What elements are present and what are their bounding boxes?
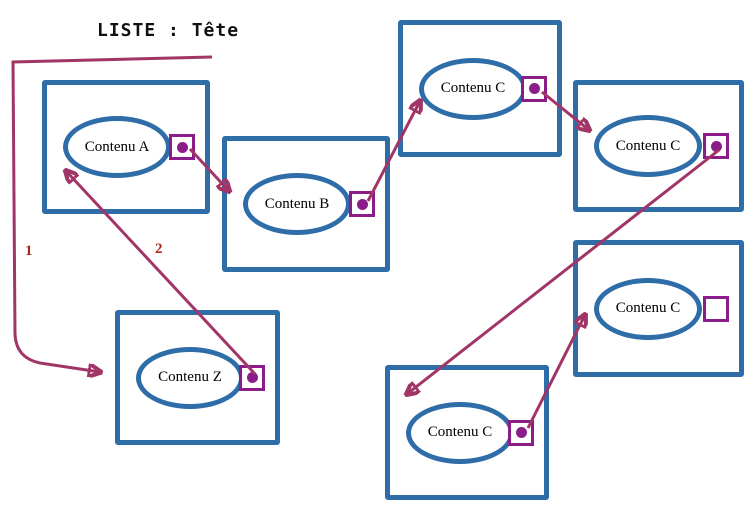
node-b: Contenu B xyxy=(222,136,390,272)
node-c-right: Contenu C xyxy=(573,80,744,212)
arrow-label-1: 1 xyxy=(25,243,33,259)
node-c-right-lower: Contenu C xyxy=(573,240,744,377)
pointer-dot xyxy=(356,198,368,210)
pointer-dot xyxy=(515,427,527,438)
node-z-pointer-box xyxy=(239,364,265,391)
pointer-dot xyxy=(246,372,258,383)
node-c-bottom-content-ellipse: Contenu C xyxy=(406,401,514,464)
node-c-top-content-ellipse: Contenu C xyxy=(419,57,527,120)
node-b-pointer-box xyxy=(349,191,375,217)
node-c-top-pointer-box xyxy=(521,75,547,102)
node-z-label: Contenu Z xyxy=(158,369,222,385)
node-c-right-pointer-box xyxy=(703,133,729,159)
node-a: Contenu A xyxy=(42,80,210,214)
node-c-bottom-label: Contenu C xyxy=(427,424,493,440)
node-z-content-ellipse: Contenu Z xyxy=(136,346,244,409)
node-c-right-lower-label: Contenu C xyxy=(615,300,681,316)
node-c-top-label: Contenu C xyxy=(440,80,506,96)
pointer-dot xyxy=(710,140,722,152)
node-b-label: Contenu B xyxy=(264,195,330,212)
node-c-right-label: Contenu C xyxy=(615,137,681,154)
node-c-bottom: Contenu C xyxy=(385,365,549,500)
node-a-label: Contenu A xyxy=(84,138,150,155)
pointer-dot xyxy=(528,83,540,94)
node-c-top: Contenu C xyxy=(398,20,562,157)
node-a-pointer-box xyxy=(169,134,195,160)
node-a-content-ellipse: Contenu A xyxy=(63,116,171,178)
diagram-title: LISTE : Tête xyxy=(97,20,240,41)
node-c-bottom-pointer-box xyxy=(508,419,534,446)
node-c-right-lower-content-ellipse: Contenu C xyxy=(594,277,702,340)
pointer-dot xyxy=(176,141,188,153)
node-c-right-content-ellipse: Contenu C xyxy=(594,115,702,177)
node-c-right-lower-pointer-box xyxy=(703,295,729,322)
node-b-content-ellipse: Contenu B xyxy=(243,173,351,235)
node-z: Contenu Z xyxy=(115,310,280,445)
arrow-label-2: 2 xyxy=(155,241,163,257)
